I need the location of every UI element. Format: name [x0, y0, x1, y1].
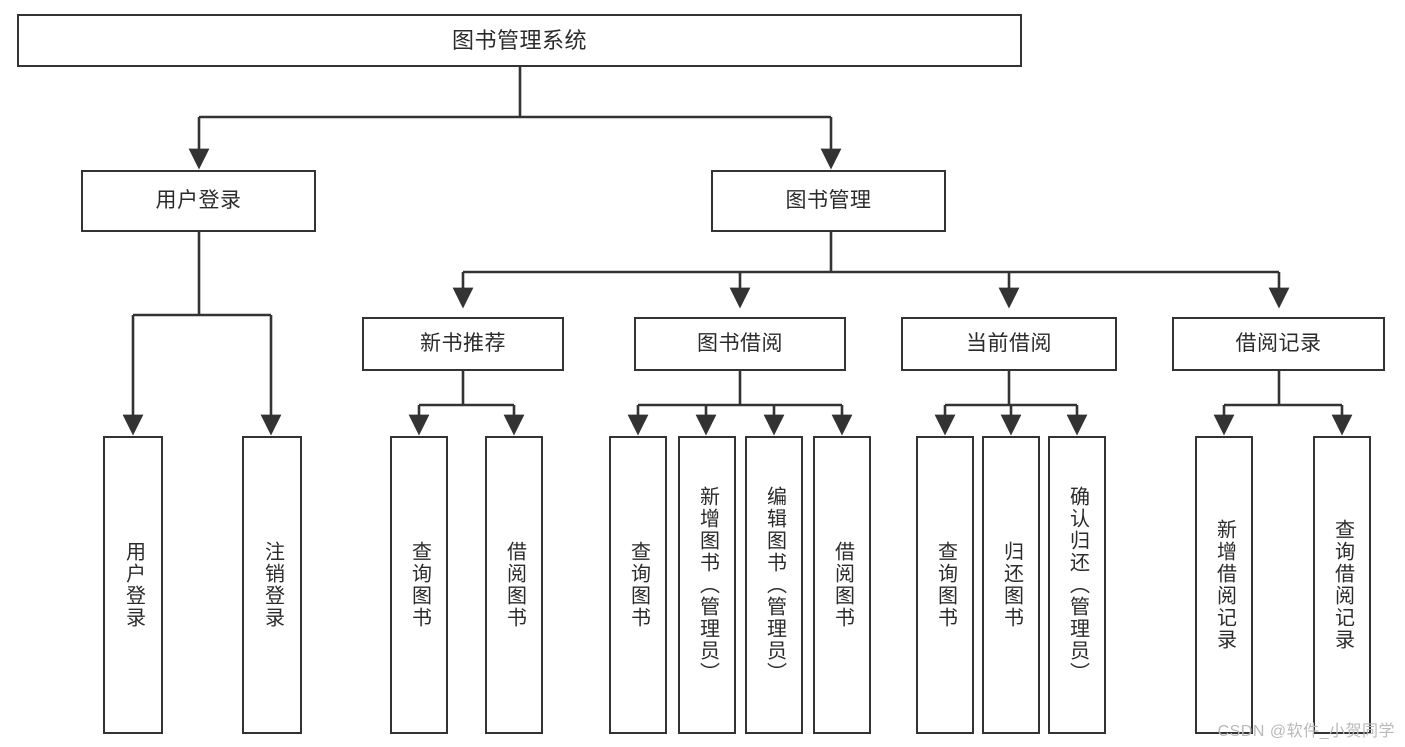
node-current-borrow[interactable]: 当前借阅 [901, 317, 1117, 371]
node-leaf-logout[interactable]: 注销登录 [242, 436, 302, 734]
node-leaf-borrow-book-1[interactable]: 借阅图书 [485, 436, 543, 734]
node-current-borrow-label: 当前借阅 [966, 331, 1052, 355]
node-leaf-query-book-1[interactable]: 查询图书 [390, 436, 448, 734]
node-leaf-query-book-3-label: 查询图书 [934, 541, 957, 629]
node-leaf-return-book-label: 归还图书 [1000, 541, 1023, 629]
node-new-book-rec-label: 新书推荐 [420, 331, 506, 355]
node-leaf-user-login[interactable]: 用户登录 [103, 436, 163, 734]
node-borrow-record[interactable]: 借阅记录 [1172, 317, 1385, 371]
node-leaf-add-record-label: 新增借阅记录 [1213, 519, 1236, 651]
node-leaf-add-book-label: 新增图书（管理员） [696, 486, 719, 684]
node-leaf-query-book-2-label: 查询图书 [627, 541, 650, 629]
node-leaf-user-login-label: 用户登录 [122, 541, 145, 629]
node-leaf-add-book[interactable]: 新增图书（管理员） [678, 436, 736, 734]
node-leaf-edit-book[interactable]: 编辑图书（管理员） [745, 436, 803, 734]
node-leaf-add-record[interactable]: 新增借阅记录 [1195, 436, 1253, 734]
node-root-label: 图书管理系统 [451, 27, 587, 53]
node-leaf-query-record[interactable]: 查询借阅记录 [1313, 436, 1371, 734]
node-user-login-label: 用户登录 [155, 188, 242, 212]
node-book-manage-label: 图书管理 [785, 188, 872, 212]
csdn-watermark: CSDN @软件_小贺同学 [1217, 723, 1395, 740]
node-leaf-query-record-label: 查询借阅记录 [1331, 519, 1354, 651]
node-leaf-logout-label: 注销登录 [261, 541, 284, 629]
node-leaf-query-book-2[interactable]: 查询图书 [609, 436, 667, 734]
node-leaf-query-book-3[interactable]: 查询图书 [916, 436, 974, 734]
node-leaf-borrow-book-2[interactable]: 借阅图书 [813, 436, 871, 734]
node-leaf-borrow-book-2-label: 借阅图书 [831, 541, 854, 629]
node-root[interactable]: 图书管理系统 [17, 14, 1022, 67]
node-leaf-confirm-return-label: 确认归还（管理员） [1066, 486, 1089, 684]
node-borrow-record-label: 借阅记录 [1235, 331, 1322, 355]
node-leaf-edit-book-label: 编辑图书（管理员） [763, 486, 786, 684]
node-new-book-rec[interactable]: 新书推荐 [362, 317, 564, 371]
node-leaf-return-book[interactable]: 归还图书 [982, 436, 1040, 734]
node-book-manage[interactable]: 图书管理 [711, 170, 946, 232]
node-book-borrow[interactable]: 图书借阅 [634, 317, 846, 371]
node-book-borrow-label: 图书借阅 [697, 331, 783, 355]
node-leaf-query-book-1-label: 查询图书 [408, 541, 431, 629]
node-user-login[interactable]: 用户登录 [81, 170, 316, 232]
node-leaf-borrow-book-1-label: 借阅图书 [503, 541, 526, 629]
node-leaf-confirm-return[interactable]: 确认归还（管理员） [1048, 436, 1106, 734]
